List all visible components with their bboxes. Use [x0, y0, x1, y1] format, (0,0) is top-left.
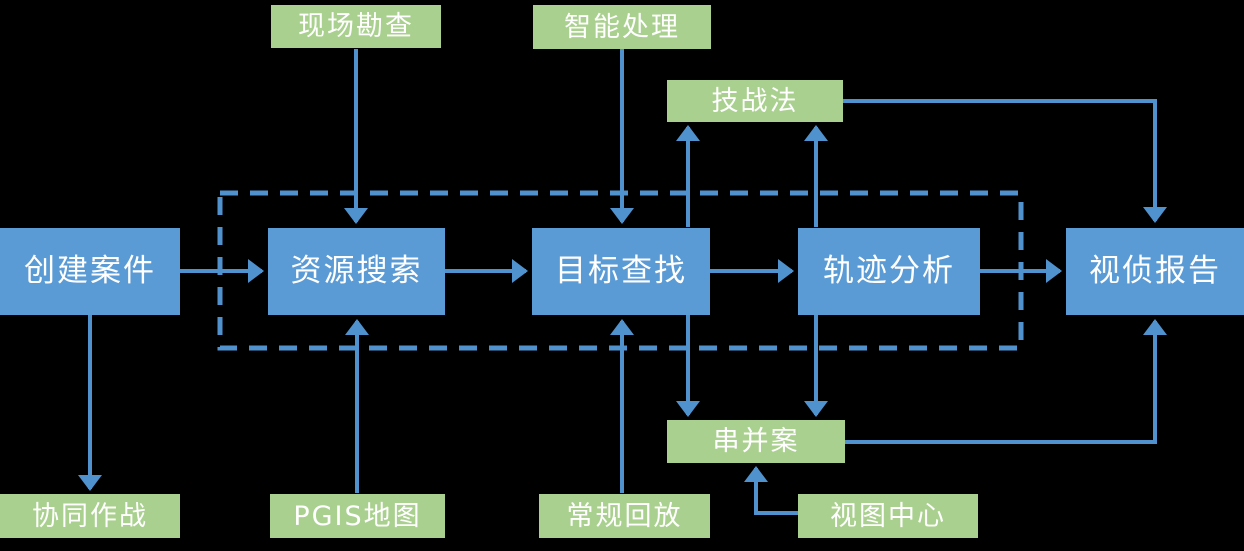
node-label: 视图中心 [830, 500, 946, 532]
node-label: 资源搜索 [290, 253, 423, 289]
node-label: 智能处理 [564, 11, 680, 43]
node-target-find: 目标查找 [532, 228, 710, 315]
node-normal-playback: 常规回放 [539, 494, 710, 538]
node-label: 目标查找 [555, 253, 687, 289]
node-label: 轨迹分析 [823, 253, 955, 289]
node-label: 创建案件 [24, 253, 156, 289]
node-label: PGIS地图 [293, 500, 422, 532]
node-create-case: 创建案件 [0, 228, 180, 315]
node-tactics: 技战法 [667, 80, 843, 122]
node-scene-survey: 现场勘查 [271, 5, 441, 48]
edge-tactics-to-video-report [843, 99, 1167, 223]
edge-merge-cases-to-video-report [845, 319, 1167, 444]
node-video-report: 视侦报告 [1066, 228, 1244, 315]
edge-video-center-to-merge-cases [744, 466, 798, 515]
node-label: 视侦报告 [1089, 253, 1221, 289]
node-label: 协同作战 [32, 500, 148, 532]
node-joint-operations: 协同作战 [0, 494, 180, 538]
node-intelligent-processing: 智能处理 [533, 5, 711, 49]
node-label: 现场勘查 [298, 11, 414, 42]
node-pgis-map: PGIS地图 [270, 494, 445, 538]
node-video-center: 视图中心 [798, 494, 978, 538]
node-merge-cases: 串并案 [667, 420, 845, 463]
node-label: 技战法 [711, 85, 799, 117]
node-label: 常规回放 [566, 500, 683, 532]
node-track-analysis: 轨迹分析 [798, 228, 980, 315]
node-resource-search: 资源搜索 [268, 228, 445, 315]
node-label: 串并案 [712, 426, 800, 457]
